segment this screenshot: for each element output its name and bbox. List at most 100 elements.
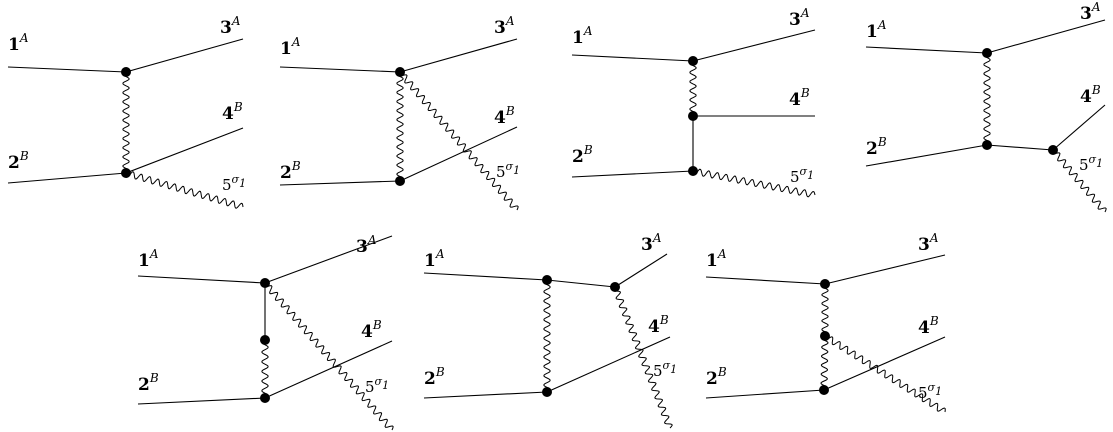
- vertex: [542, 275, 552, 285]
- line-2b-in: [865, 144, 988, 167]
- diagram-5: 1A 3A 2B 4B 5σ1: [137, 233, 394, 431]
- line-1a-in: [865, 46, 988, 54]
- label-4B: 4B: [918, 314, 939, 338]
- vertex: [820, 279, 830, 289]
- photon-propagator: [261, 339, 269, 399]
- vertex: [395, 176, 405, 186]
- line-4b-out: [264, 340, 393, 399]
- vertex: [820, 331, 830, 341]
- label-5sigma1: 5σ1: [653, 359, 677, 380]
- diagram-1: 1A 3A 2B 4B 5σ1: [7, 14, 246, 209]
- label-4B: 4B: [361, 318, 382, 342]
- label-4B: 4B: [1080, 83, 1101, 107]
- vertex: [260, 335, 270, 345]
- label-2B: 2B: [8, 149, 29, 173]
- photon-propagator: [122, 71, 130, 174]
- line-4b-out: [399, 126, 518, 182]
- line-2b-in: [7, 172, 127, 184]
- line-2b-in: [137, 397, 266, 405]
- label-4B: 4B: [789, 86, 810, 110]
- photon-propagator: [396, 71, 404, 182]
- label-2B: 2B: [706, 365, 727, 389]
- line-2b-in: [571, 170, 694, 178]
- label-5sigma1: 5σ1: [496, 160, 520, 181]
- label-4B: 4B: [222, 100, 243, 124]
- line-3a-out: [125, 38, 244, 73]
- label-2B: 2B: [572, 143, 593, 167]
- label-1A: 1A: [572, 24, 593, 48]
- label-3A: 3A: [789, 6, 810, 30]
- label-3A: 3A: [356, 233, 377, 257]
- photon-5-out: [692, 168, 816, 198]
- photon-5-out: [125, 171, 244, 209]
- label-4B: 4B: [648, 313, 669, 337]
- line-4b-out: [125, 127, 244, 174]
- photon-propagator-upper: [821, 283, 829, 337]
- label-4B: 4B: [494, 104, 515, 128]
- label-1A: 1A: [424, 247, 445, 271]
- line-1a-in: [279, 66, 401, 73]
- line-3a-out: [614, 253, 668, 288]
- label-1A: 1A: [280, 35, 301, 59]
- label-1A: 1A: [8, 31, 29, 55]
- label-3A: 3A: [918, 231, 939, 255]
- line-3a-out: [399, 38, 518, 73]
- line-internal-fermion: [986, 144, 1054, 151]
- photon-propagator-lower: [820, 335, 829, 391]
- vertex: [542, 387, 552, 397]
- diagram-7: 1A 3A 2B 4B 5σ1: [705, 231, 946, 413]
- vertex: [121, 67, 131, 77]
- vertex: [688, 166, 698, 176]
- photon-5-out: [263, 282, 394, 431]
- line-4b-out: [823, 336, 946, 391]
- vertex: [688, 56, 698, 66]
- label-5sigma1: 5σ1: [918, 381, 942, 402]
- diagram-3: 1A 3A 2B 4B 5σ1: [571, 6, 816, 198]
- photon-5-out: [1051, 149, 1107, 213]
- line-internal-fermion: [546, 279, 616, 288]
- label-2B: 2B: [866, 135, 887, 159]
- line-1a-in: [705, 276, 826, 285]
- line-3a-out: [264, 235, 393, 284]
- diagram-4: 1A 3A 2B 4B 5σ1: [865, 0, 1107, 213]
- diagram-6: 1A 3A 2B 4B 5σ1: [423, 231, 677, 429]
- label-2B: 2B: [138, 371, 159, 395]
- line-3a-out: [986, 19, 1106, 54]
- label-5sigma1: 5σ1: [222, 173, 246, 194]
- vertex: [260, 278, 270, 288]
- photon-propagator: [543, 279, 551, 393]
- line-1a-in: [7, 66, 127, 73]
- label-1A: 1A: [866, 18, 887, 42]
- vertex: [982, 140, 992, 150]
- photon-5-out: [612, 286, 673, 429]
- label-5sigma1: 5σ1: [790, 165, 814, 186]
- vertex: [121, 168, 131, 178]
- line-2b-in: [279, 180, 401, 186]
- line-1a-in: [137, 275, 266, 284]
- line-2b-in: [423, 391, 548, 399]
- vertex: [819, 385, 829, 395]
- vertex: [1048, 145, 1058, 155]
- line-3a-out: [824, 254, 946, 285]
- photon-propagator: [983, 52, 991, 146]
- label-1A: 1A: [706, 247, 727, 271]
- label-1A: 1A: [138, 247, 159, 271]
- photon-propagator: [689, 60, 697, 117]
- photon-5-out: [824, 335, 946, 413]
- label-5sigma1: 5σ1: [365, 375, 389, 396]
- label-3A: 3A: [641, 231, 662, 255]
- vertex: [395, 67, 405, 77]
- line-1a-in: [571, 54, 694, 62]
- vertex: [610, 282, 620, 292]
- line-2b-in: [705, 389, 825, 399]
- diagram-2: 1A 3A 2B 4B 5σ1: [279, 14, 520, 211]
- label-2B: 2B: [280, 159, 301, 183]
- line-4b-out: [546, 336, 671, 393]
- line-3a-out: [692, 29, 816, 62]
- vertex: [982, 48, 992, 58]
- label-3A: 3A: [220, 14, 241, 38]
- vertex: [260, 393, 270, 403]
- photon-5-out: [398, 71, 519, 211]
- line-1a-in: [423, 272, 548, 281]
